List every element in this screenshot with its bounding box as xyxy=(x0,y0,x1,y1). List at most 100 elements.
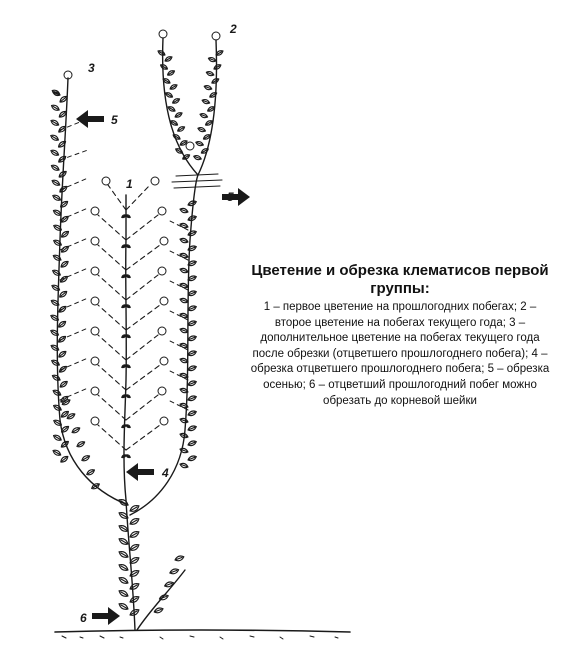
arrows xyxy=(76,110,250,625)
ground xyxy=(54,629,351,640)
leaf xyxy=(76,441,86,448)
leaf xyxy=(118,551,129,558)
leaf xyxy=(125,454,131,459)
leaf xyxy=(204,120,214,126)
leaf xyxy=(187,455,197,462)
leaf xyxy=(209,92,218,98)
leaf xyxy=(121,334,127,339)
leaf xyxy=(121,274,127,279)
arrow-5-right xyxy=(222,188,250,206)
leaf xyxy=(50,344,60,351)
leaf xyxy=(193,155,202,161)
leaf xyxy=(50,149,60,156)
main-stem xyxy=(123,194,136,631)
leaf xyxy=(52,269,61,276)
leaf xyxy=(125,214,131,219)
leaf xyxy=(50,314,60,321)
shoot-2-stem xyxy=(129,174,199,516)
leaf xyxy=(52,434,62,441)
leaf xyxy=(187,290,197,297)
cut-mark-5-right xyxy=(171,173,223,189)
leaf xyxy=(202,134,211,140)
leaf xyxy=(177,126,186,132)
leaf xyxy=(118,538,129,545)
leaf xyxy=(164,56,173,62)
leaf xyxy=(52,194,62,201)
leaf xyxy=(57,335,67,343)
pruned-branches-1 xyxy=(97,184,161,451)
leaf xyxy=(179,432,189,439)
leaf xyxy=(179,140,188,146)
leaf xyxy=(179,207,189,214)
leaf xyxy=(174,112,183,118)
leaf xyxy=(118,499,129,506)
leaf xyxy=(159,64,169,70)
caption-body: 1 – первое цветение на прошлогодних побе… xyxy=(250,301,550,407)
leaf xyxy=(121,424,127,429)
pruned-flower-buds-1 xyxy=(90,176,169,426)
leaf xyxy=(59,275,69,283)
leaf xyxy=(50,119,60,126)
leaf xyxy=(187,305,197,312)
leaf xyxy=(187,230,197,237)
leaf xyxy=(121,454,127,459)
leaf xyxy=(129,518,140,525)
marker-4: 4 xyxy=(161,466,169,480)
leaf xyxy=(211,78,220,84)
leaf xyxy=(129,570,140,577)
leaf xyxy=(60,200,69,208)
leaf xyxy=(125,304,131,309)
leaf xyxy=(53,224,63,231)
leaf xyxy=(166,70,176,76)
leaf xyxy=(118,512,129,519)
leaf xyxy=(172,134,181,140)
stem-basal-branch xyxy=(136,569,186,631)
leaf xyxy=(187,245,197,252)
leaf xyxy=(213,64,222,70)
leaf xyxy=(118,590,129,597)
leaf xyxy=(60,440,69,448)
leaf xyxy=(203,85,213,91)
leaf xyxy=(187,395,197,402)
leaf xyxy=(187,425,197,432)
leaf xyxy=(179,252,189,259)
marker-3: 3 xyxy=(88,61,95,75)
leaf xyxy=(91,483,100,490)
marker-1: 1 xyxy=(126,177,133,191)
leaf xyxy=(201,99,211,105)
leaf xyxy=(179,357,189,364)
markers: 1 2 3 4 5 5 6 xyxy=(80,22,237,625)
leaf xyxy=(129,544,140,551)
leaves xyxy=(50,50,224,616)
leaf xyxy=(169,84,178,90)
leaf xyxy=(179,402,189,409)
arrow-4 xyxy=(126,463,154,481)
leaf xyxy=(52,254,62,261)
leaf xyxy=(118,603,129,610)
leaf xyxy=(71,427,81,434)
leaf xyxy=(187,260,197,267)
leaf xyxy=(129,583,140,590)
leaf xyxy=(66,413,76,420)
leaf xyxy=(50,164,60,171)
leaf xyxy=(167,106,176,112)
shoot-2-branch-right xyxy=(197,39,218,176)
leaf xyxy=(187,200,197,207)
leaf xyxy=(125,424,131,429)
arrow-5-left xyxy=(76,110,104,128)
leaf xyxy=(51,179,61,186)
leaf xyxy=(162,78,171,84)
leaf xyxy=(60,215,69,223)
leaf xyxy=(125,334,131,339)
leaf xyxy=(199,113,209,119)
leaf xyxy=(153,607,164,614)
leaf xyxy=(179,312,189,319)
leaf xyxy=(125,244,131,249)
leaf xyxy=(52,404,62,411)
leaf xyxy=(50,104,60,111)
leaf xyxy=(187,365,197,372)
leaf xyxy=(61,399,71,406)
caption-title: Цветение и обрезка клематисов первой гру… xyxy=(251,262,549,297)
leaf xyxy=(164,92,174,98)
leaf xyxy=(58,110,67,118)
